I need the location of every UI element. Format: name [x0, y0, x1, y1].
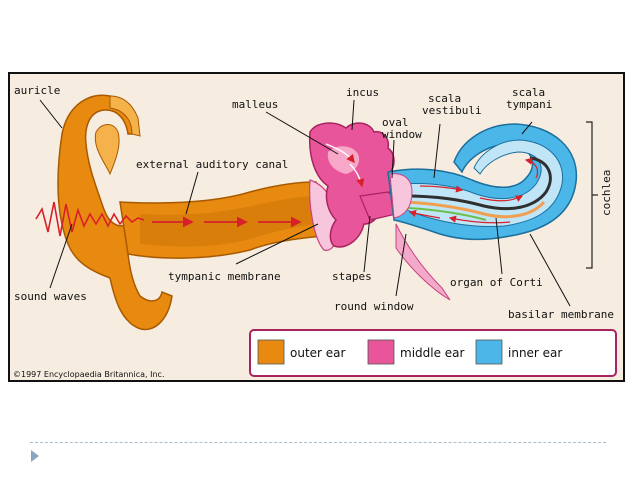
label-scala-tympani-line1: scala: [512, 86, 545, 99]
label-cochlea: cochlea: [600, 170, 613, 216]
slide-divider: [30, 442, 606, 443]
label-scala-vestibuli-line2: vestibuli: [422, 104, 482, 117]
legend-swatch-inner-ear: [475, 339, 503, 365]
basilar-membrane-line: [403, 156, 552, 211]
label-sound-waves: sound waves: [14, 290, 87, 303]
eustachian-region: [395, 223, 451, 301]
label-scala-tympani-line2: tympani: [506, 98, 552, 111]
label-external-auditory-canal: external auditory canal: [136, 158, 288, 171]
label-organ-of-corti: organ of Corti: [450, 276, 543, 289]
ossicle-motion-arrows: [325, 143, 365, 188]
legend-box: [249, 329, 617, 377]
label-auricle: auricle: [14, 84, 60, 97]
copyright-text: ©1997 Encyclopaedia Britannica, Inc.: [13, 370, 164, 379]
auricle-inner-fold: [94, 124, 120, 176]
legend-swatch-middle-ear: [367, 339, 395, 365]
cochlea-wave-arrows: [408, 157, 539, 224]
label-malleus: malleus: [232, 98, 278, 111]
label-stapes: stapes: [332, 270, 372, 283]
legend-swatch-outer-ear: [257, 339, 285, 365]
legend-label-middle-ear: middle ear: [400, 346, 465, 360]
label-scala-vestibuli-line1: scala: [428, 92, 461, 105]
label-oval-window-line2: window: [382, 128, 422, 141]
sound-waves-shape: [35, 201, 145, 237]
leader-lines: [39, 99, 571, 307]
cochlea-oval-region: [389, 173, 413, 219]
label-tympanic-membrane: tympanic membrane: [168, 270, 281, 283]
legend-label-inner-ear: inner ear: [508, 346, 562, 360]
auricle-helix-top: [109, 95, 141, 137]
label-basilar-membrane: basilar membrane: [508, 308, 614, 321]
ear-anatomy-illustration: auricle sound waves external auditory ca…: [13, 84, 617, 379]
cochlea-bracket: [586, 121, 593, 269]
label-round-window: round window: [334, 300, 414, 313]
organ-of-corti-band: [405, 200, 546, 219]
legend-label-outer-ear: outer ear: [290, 346, 346, 360]
bullet-arrow-icon: [31, 450, 39, 462]
ear-diagram: auricle sound waves external auditory ca…: [8, 72, 625, 382]
ossicle-highlight: [327, 146, 360, 174]
cochlea-green-band: [407, 207, 487, 221]
label-incus: incus: [346, 86, 379, 99]
label-oval-window-line1: oval: [382, 116, 409, 129]
